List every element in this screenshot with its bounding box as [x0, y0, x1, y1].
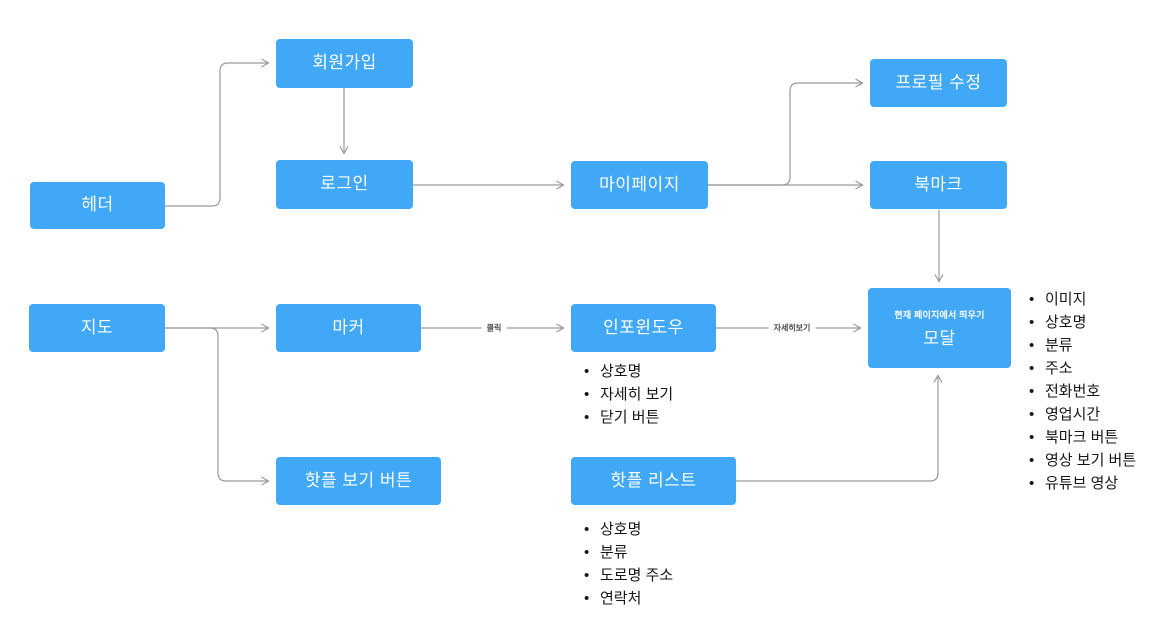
list-item: 분류: [1029, 334, 1136, 357]
node-hotple-list[interactable]: 핫플 리스트: [571, 457, 736, 505]
node-map-label: 지도: [80, 317, 114, 337]
list-item: 북마크 버튼: [1029, 426, 1136, 449]
node-profile-edit-label: 프로필 수정: [895, 72, 982, 92]
node-marker[interactable]: 마커: [276, 304, 421, 352]
node-modal-sublabel: 현재 페이지에서 띄우기: [894, 309, 985, 320]
node-login-label: 로그인: [320, 174, 369, 194]
list-item: 분류: [584, 541, 673, 564]
edge-label-view-details: 자세히보기: [768, 322, 816, 334]
node-profile-edit[interactable]: 프로필 수정: [870, 59, 1007, 107]
edge-label-click: 클릭: [481, 322, 507, 334]
node-signup-label: 회원가입: [312, 53, 377, 73]
edge-map-to-hotple-button: [165, 327, 270, 486]
list-item: 상호명: [584, 360, 673, 383]
node-hotple-button[interactable]: 핫플 보기 버튼: [276, 457, 441, 505]
list-item: 상호명: [1029, 311, 1136, 334]
node-map[interactable]: 지도: [29, 304, 165, 352]
node-mypage[interactable]: 마이페이지: [571, 161, 708, 209]
node-modal[interactable]: 현재 페이지에서 띄우기 모달: [868, 288, 1011, 368]
node-infowindow-label: 인포윈도우: [603, 317, 684, 337]
node-bookmark-label: 북마크: [914, 174, 963, 194]
node-marker-label: 마커: [332, 317, 365, 337]
node-hotple-button-label: 핫플 보기 버튼: [304, 470, 413, 490]
list-item: 영업시간: [1029, 403, 1136, 426]
edge-mypage-to-profile-edit: [708, 78, 864, 186]
edge-hotple-list-to-modal: [736, 374, 943, 482]
node-modal-label: 모달: [923, 328, 956, 348]
node-header-label: 헤더: [81, 195, 114, 215]
modal-bullet-list: 이미지 상호명 분류 주소 전화번호 영업시간 북마크 버튼 영상 보기 버튼 …: [1029, 288, 1136, 495]
list-item: 영상 보기 버튼: [1029, 449, 1136, 472]
node-mypage-label: 마이페이지: [599, 174, 680, 194]
list-item: 이미지: [1029, 288, 1136, 311]
node-login[interactable]: 로그인: [276, 160, 413, 209]
list-item: 상호명: [584, 518, 673, 541]
list-item: 유튜브 영상: [1029, 472, 1136, 495]
list-item: 연락처: [584, 587, 673, 610]
infowindow-bullet-list: 상호명 자세히 보기 닫기 버튼: [584, 360, 673, 429]
node-bookmark[interactable]: 북마크: [870, 161, 1007, 209]
list-item: 주소: [1029, 357, 1136, 380]
list-item: 닫기 버튼: [584, 406, 673, 429]
list-item: 도로명 주소: [584, 564, 673, 587]
node-hotple-list-label: 핫플 리스트: [610, 470, 697, 490]
hotple-list-bullet-list: 상호명 분류 도로명 주소 연락처: [584, 518, 673, 610]
list-item: 전화번호: [1029, 380, 1136, 403]
list-item: 자세히 보기: [584, 383, 673, 406]
node-infowindow[interactable]: 인포윈도우: [571, 304, 716, 352]
node-signup[interactable]: 회원가입: [276, 39, 413, 88]
node-header[interactable]: 헤더: [30, 182, 165, 229]
edge-header-to-signup: [165, 58, 270, 207]
